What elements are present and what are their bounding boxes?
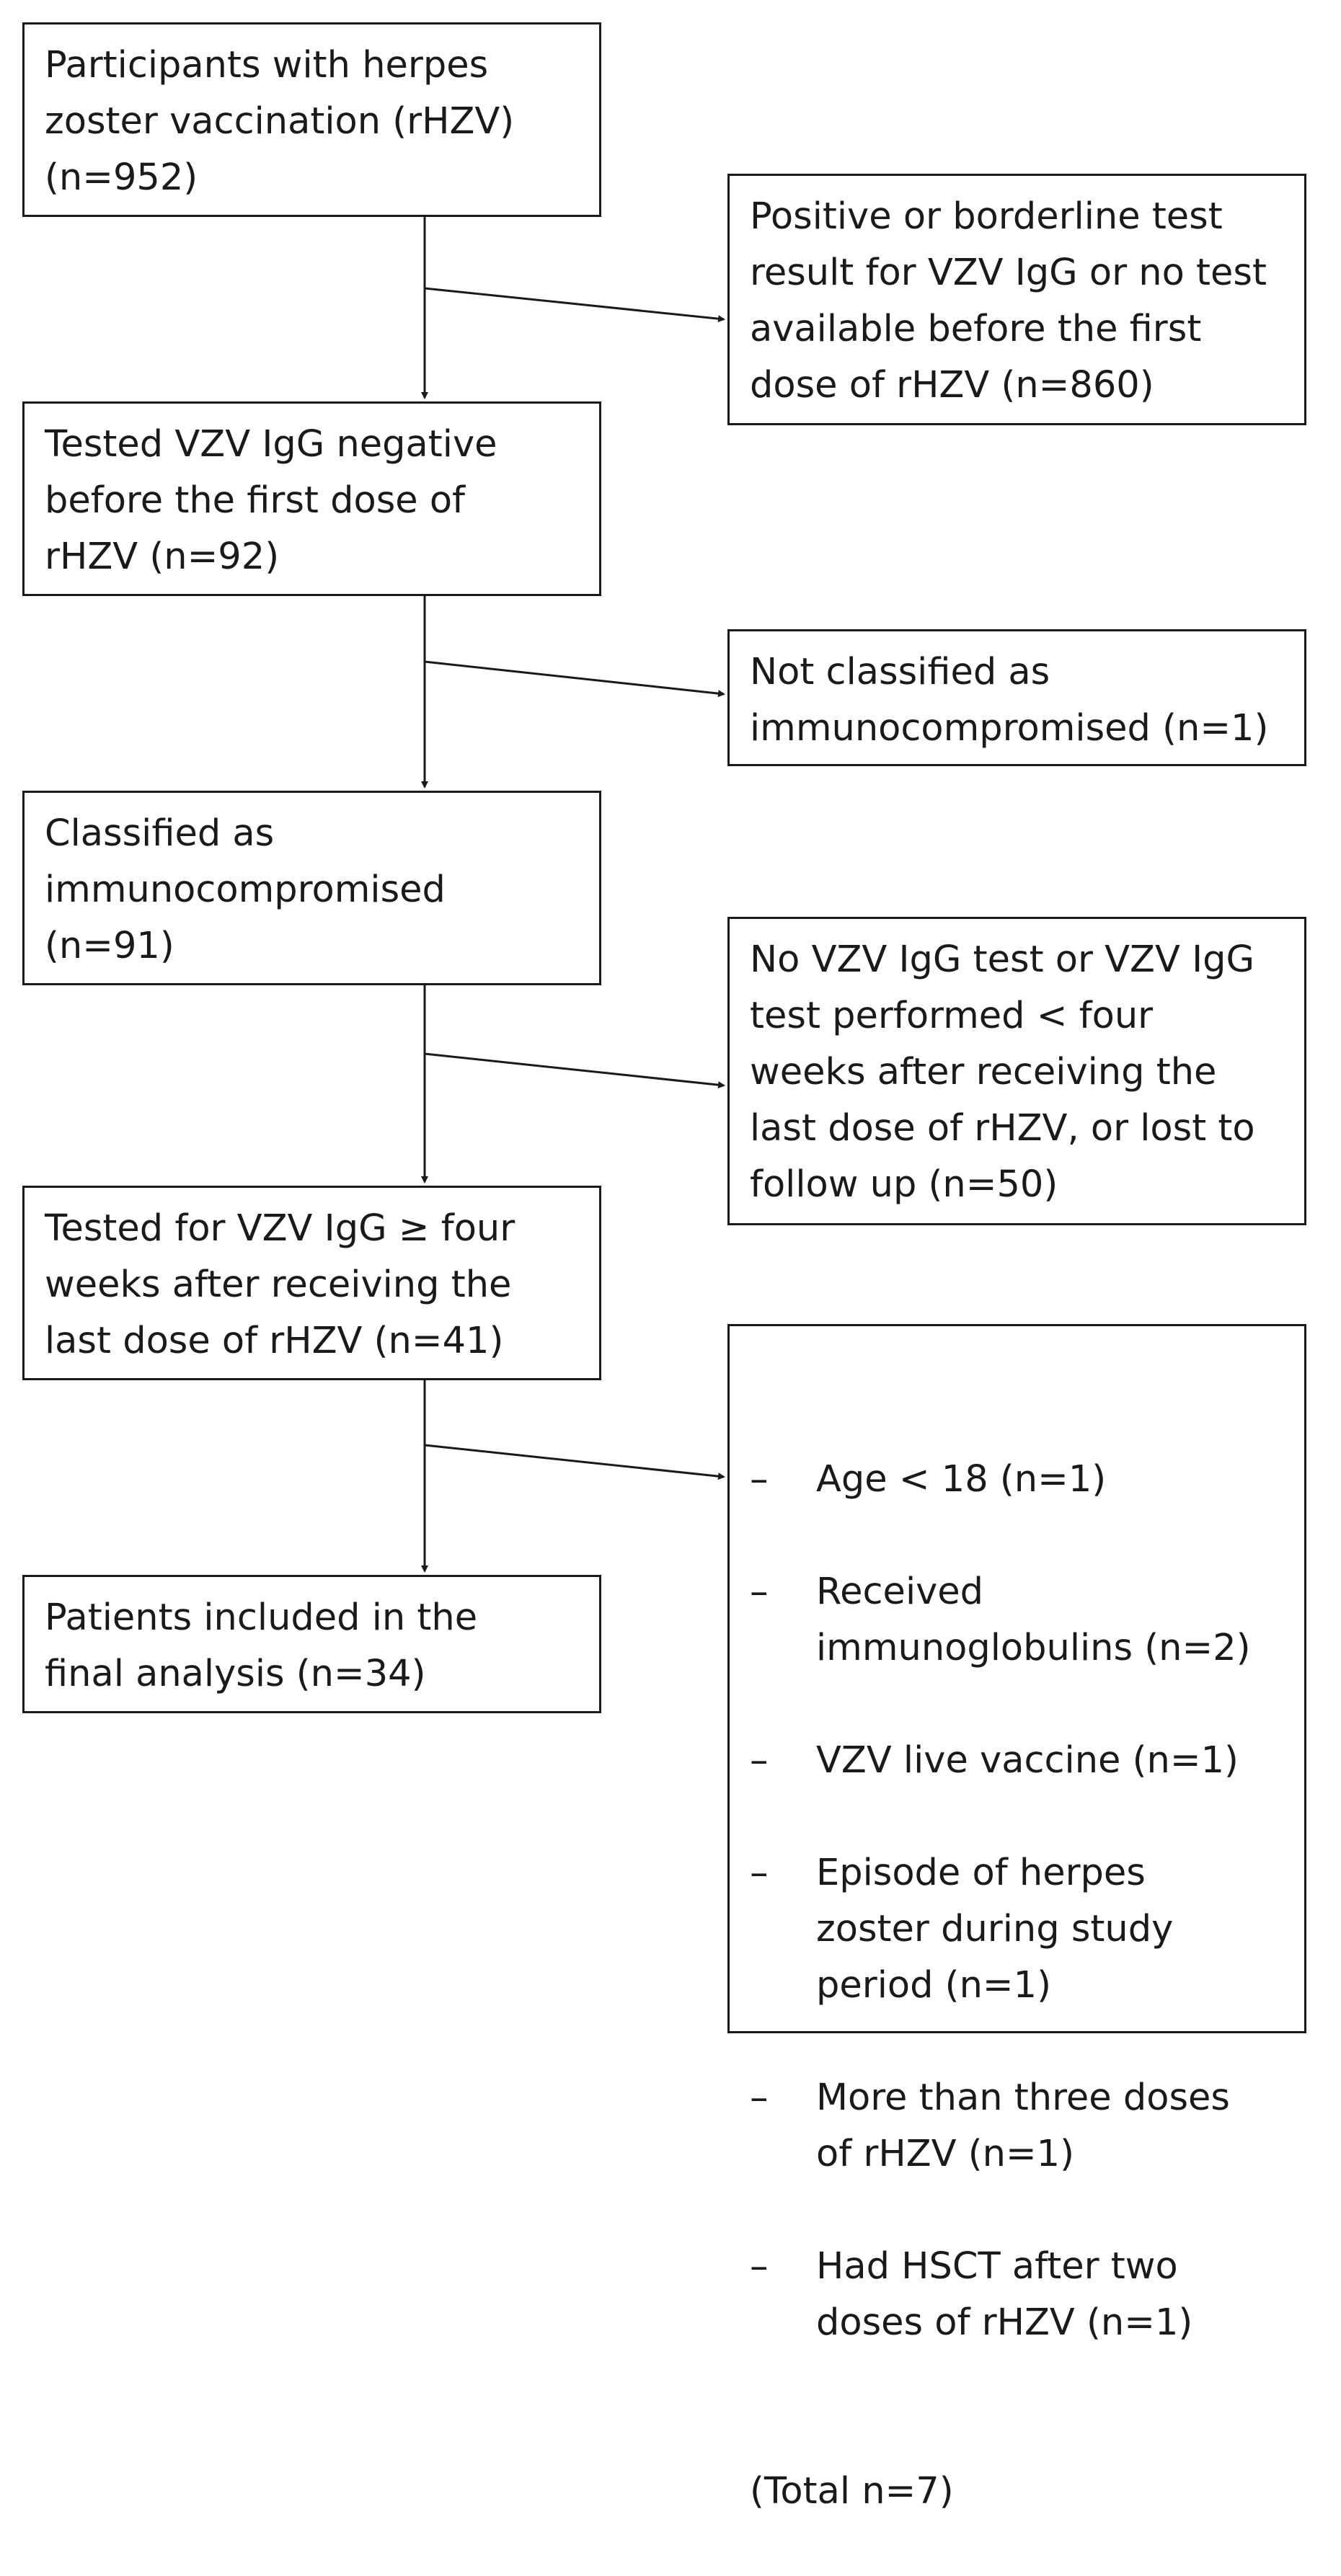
exclusion-item: – More than three doses of rHZV (n=1)	[750, 2070, 1284, 2182]
exclusion-box-not-immunocompromised: Not classified as immunocompromised (n=1…	[727, 629, 1306, 766]
exclusion-box-positive-borderline: Positive or borderline test result for V…	[727, 174, 1306, 425]
main-box-immunocompromised: Classified as immunocompromised (n=91)	[22, 791, 601, 985]
exclusion-item-text: Received immunoglobulins (n=2)	[816, 1571, 1251, 1669]
bullet-dash: –	[750, 1852, 769, 1894]
arrow-exclusion-4	[424, 1444, 725, 1480]
exclusion-box-no-test: No VZV IgG test or VZV IgG test performe…	[727, 917, 1306, 1225]
bullet-dash: –	[750, 2077, 769, 2119]
exclusion-item: – VZV live vaccine (n=1)	[750, 1733, 1284, 1789]
exclusion-item-text: Age < 18 (n=1)	[816, 1458, 1107, 1501]
bullet-dash: –	[750, 2245, 769, 2288]
exclusion-item-text: More than three doses of rHZV (n=1)	[816, 2077, 1230, 2175]
arrow-exclusion-2	[424, 660, 725, 698]
exclusion-item: – Episode of herpes zoster during study p…	[750, 1845, 1284, 2014]
exclusion-item: – Age < 18 (n=1)	[750, 1452, 1284, 1508]
main-box-included: Patients included in the final analysis …	[22, 1575, 601, 1713]
exclusion-item: – Received immunoglobulins (n=2)	[750, 1564, 1284, 1676]
main-box-tested-after-dose: Tested for VZV IgG ≥ four weeks after re…	[22, 1186, 601, 1380]
flow-arrows	[421, 217, 725, 1573]
exclusion-total: (Total n=7)	[750, 2470, 954, 2513]
exclusion-item-text: Episode of herpes zoster during study pe…	[816, 1852, 1174, 2007]
exclusion-item-text: VZV live vaccine (n=1)	[816, 1739, 1239, 1782]
bullet-dash: –	[750, 1571, 769, 1613]
exclusion-item: – Had HSCT after two doses of rHZV (n=1)	[750, 2239, 1284, 2351]
main-box-participants: Participants with herpes zoster vaccinat…	[22, 22, 601, 217]
exclusion-item-text: Had HSCT after two doses of rHZV (n=1)	[816, 2245, 1193, 2344]
main-box-tested-negative: Tested VZV IgG negative before the first…	[22, 401, 601, 596]
bullet-dash: –	[750, 1458, 769, 1501]
arrow-exclusion-3	[424, 1052, 725, 1089]
arrow-exclusion-1	[424, 287, 725, 323]
bullet-dash: –	[750, 1739, 769, 1782]
